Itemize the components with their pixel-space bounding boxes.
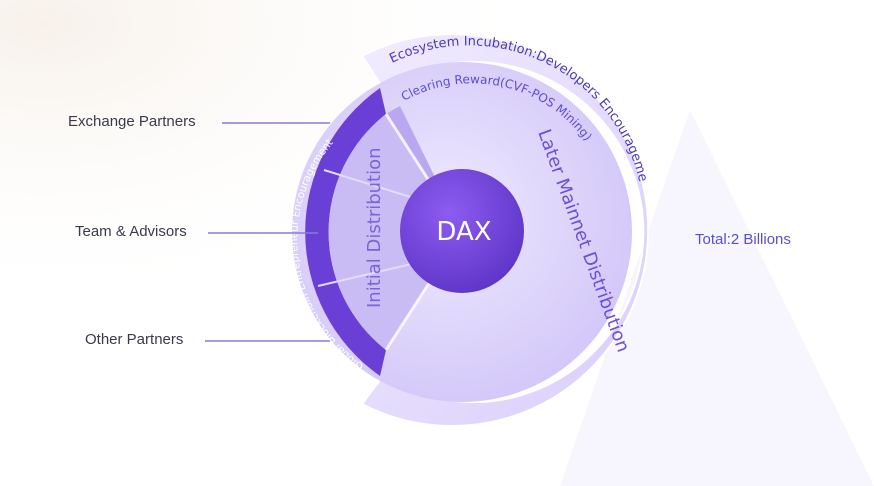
team-advisors-label: Team & Advisors xyxy=(75,223,187,240)
initial-distribution-label: Initial Distribution xyxy=(364,147,385,308)
other-partners-label: Other Partners xyxy=(85,331,184,348)
center-label: DAX xyxy=(436,217,491,247)
center-circle xyxy=(400,169,524,293)
left-ring xyxy=(305,88,386,376)
total-supply-label: Total:2 Billions xyxy=(695,231,791,248)
initial-distribution-sector xyxy=(328,114,462,350)
exchange-partners-label: Exchange Partners xyxy=(68,113,196,130)
outer-ring xyxy=(360,33,650,427)
